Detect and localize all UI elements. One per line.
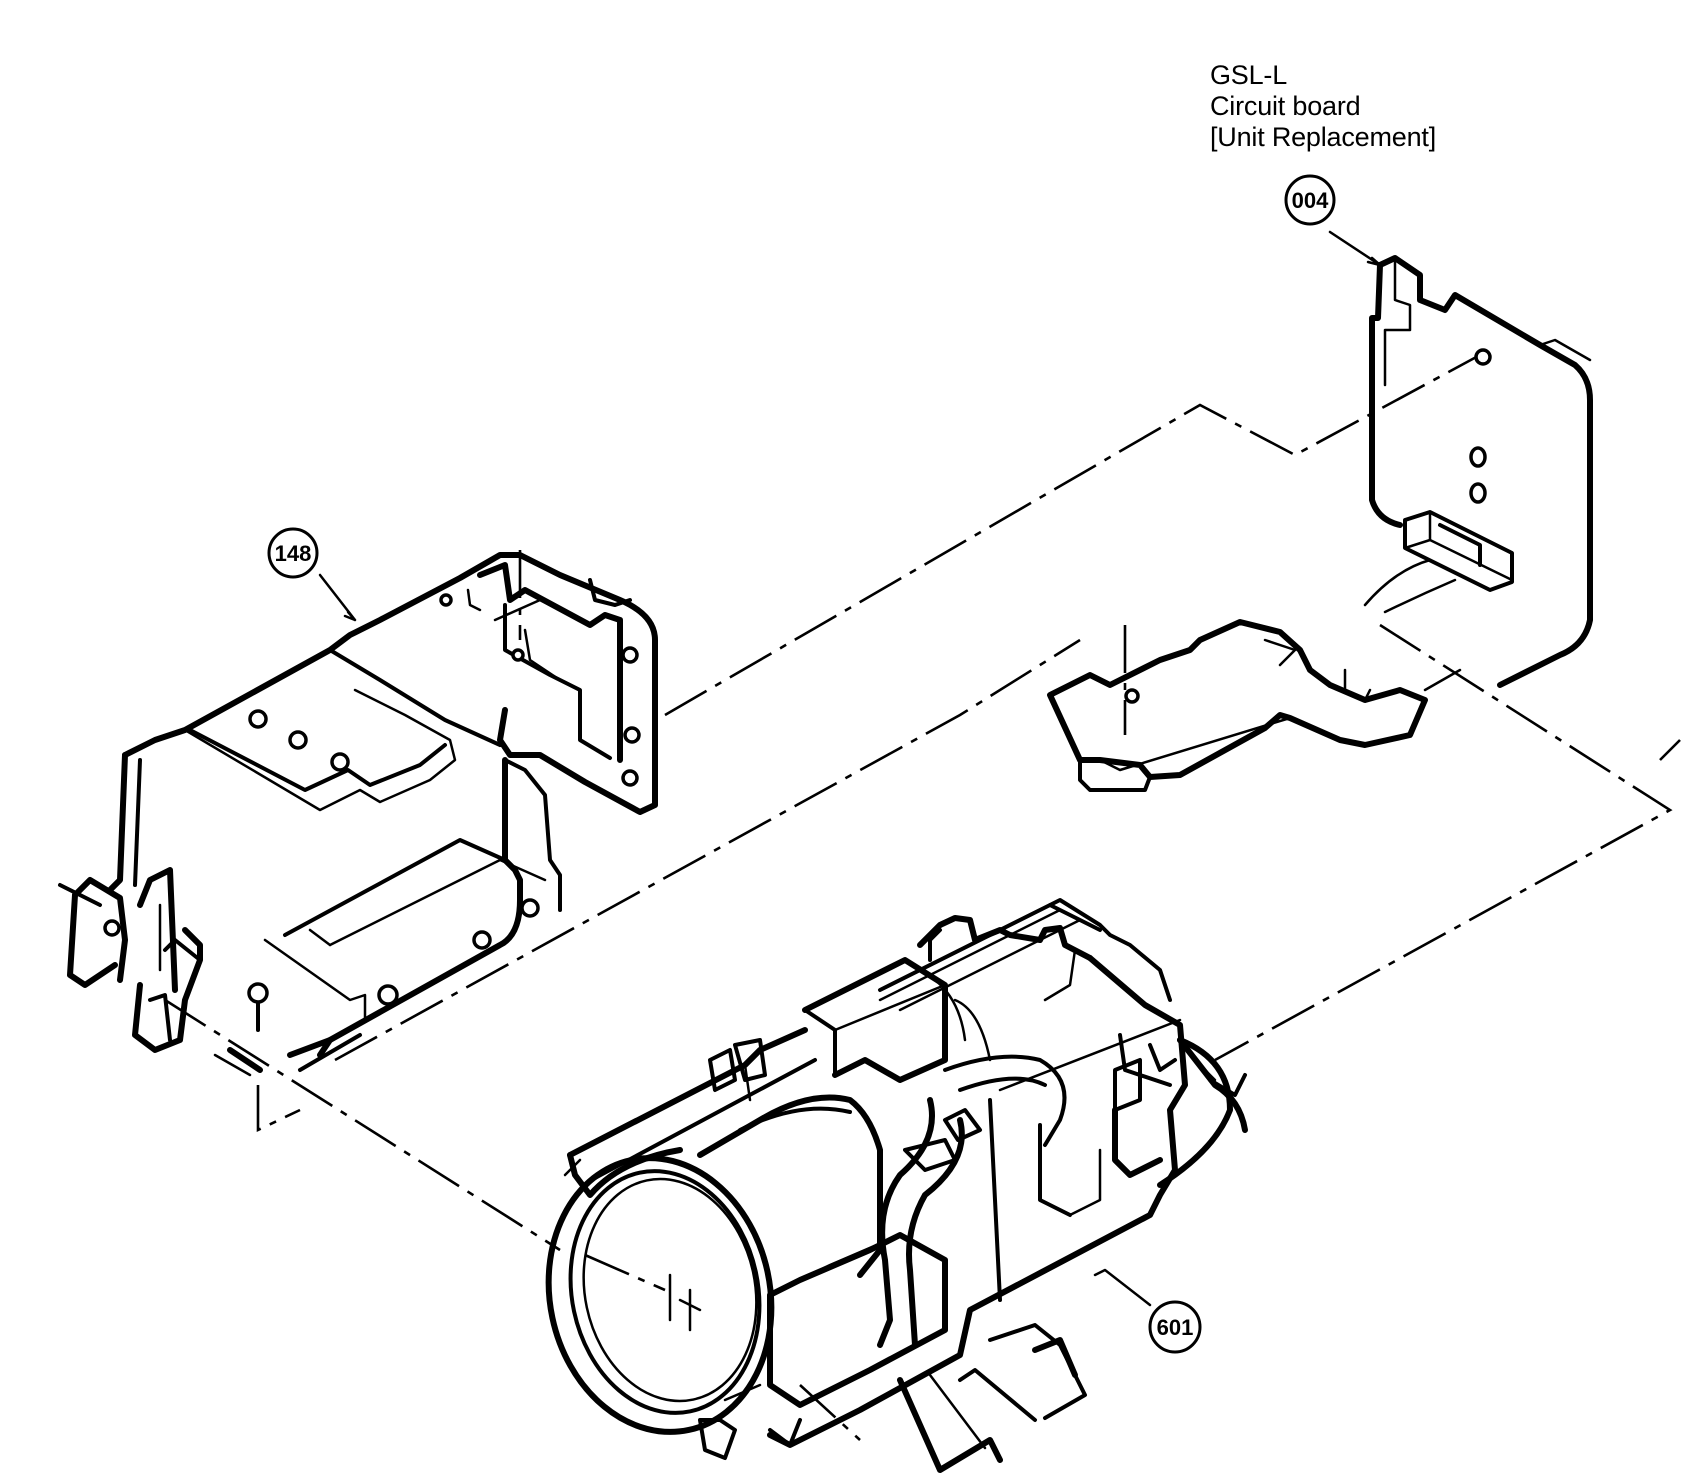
- callout-148-number: 148: [275, 541, 312, 566]
- board-type-label: Circuit board: [1210, 91, 1361, 121]
- callout-004: 004: [1284, 174, 1336, 226]
- callout-601-number: 601: [1157, 1315, 1194, 1340]
- flex-connector: [1047, 619, 1462, 792]
- lens-block: [545, 898, 1248, 1473]
- callout-004-number: 004: [1292, 188, 1329, 213]
- board-label-block: GSL-L Circuit board [Unit Replacement]: [1210, 60, 1436, 153]
- board-model-label: GSL-L: [1210, 60, 1288, 90]
- callout-148: 148: [267, 527, 319, 579]
- gsl-l-circuit-board: [1363, 255, 1593, 688]
- callout-601: 601: [1148, 1300, 1202, 1354]
- board-replacement-note: [Unit Replacement]: [1210, 122, 1437, 152]
- assembly-lines: [164, 353, 1681, 1252]
- bracket-assembly: [58, 552, 658, 1077]
- leader-lines: [318, 230, 1382, 1307]
